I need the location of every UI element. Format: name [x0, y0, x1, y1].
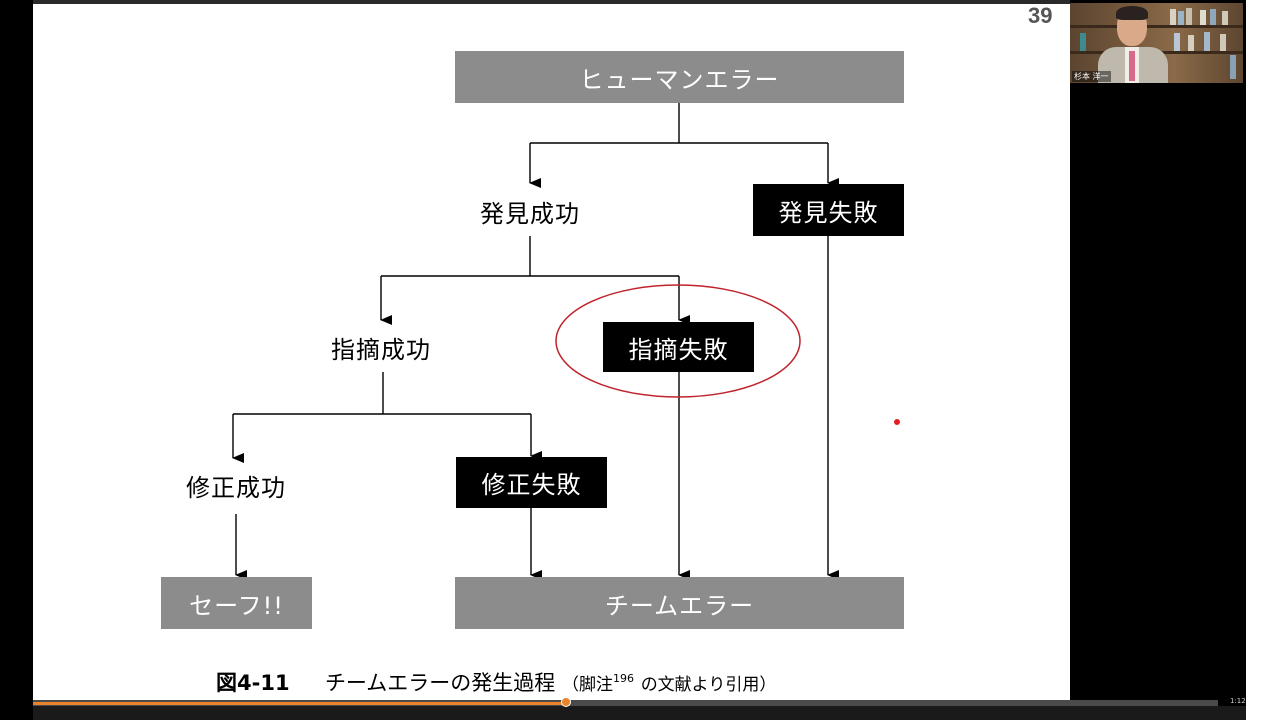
- book: [1210, 9, 1216, 25]
- book: [1080, 33, 1086, 51]
- book: [1178, 11, 1184, 25]
- player-controls-strip: [33, 706, 1246, 720]
- figure-title: チームエラーの発生過程: [324, 671, 556, 695]
- participant-tie: [1129, 51, 1135, 81]
- node-detect-failure: 発見失敗: [753, 184, 904, 236]
- book: [1200, 10, 1206, 25]
- seek-bar[interactable]: [33, 700, 1218, 706]
- book: [1220, 34, 1226, 51]
- node-human-error: ヒューマンエラー: [455, 51, 904, 103]
- figure-caption: 図4-11 チームエラーの発生過程 （脚注196 の文献より引用）: [216, 667, 776, 697]
- node-point-failure: 指摘失敗: [603, 322, 754, 372]
- node-correct-success: 修正成功: [186, 473, 286, 502]
- participant-hair: [1116, 6, 1148, 20]
- node-detect-success: 発見成功: [480, 199, 580, 228]
- participant-video-tile[interactable]: 杉本 洋一: [1070, 3, 1243, 83]
- pointer-indicator: [893, 418, 901, 426]
- node-point-success: 指摘成功: [331, 335, 431, 364]
- node-correct-failure: 修正失敗: [456, 457, 607, 508]
- participant-name-label: 杉本 洋一: [1072, 71, 1111, 82]
- node-safe: セーフ!!: [161, 577, 312, 629]
- right-edge: [1246, 0, 1280, 720]
- figure-note-prefix: （脚注: [562, 675, 613, 695]
- book: [1174, 33, 1180, 51]
- time-label: 1:12: [1230, 697, 1246, 705]
- seek-handle[interactable]: [561, 697, 572, 707]
- book: [1170, 9, 1176, 25]
- figure-note-suffix: の文献より引用）: [640, 675, 777, 695]
- book: [1204, 32, 1210, 51]
- book: [1222, 11, 1228, 25]
- bookshelf-shelf: [1070, 25, 1243, 28]
- book: [1186, 8, 1192, 25]
- figure-id: 図4-11: [216, 671, 290, 695]
- highlight-circle: [555, 284, 801, 398]
- slide-page-number: 39: [1028, 3, 1053, 28]
- top-border: [0, 0, 1280, 4]
- right-black-panel: [1070, 0, 1246, 720]
- seek-bar-progress: [33, 702, 567, 705]
- book: [1230, 55, 1236, 79]
- book: [1188, 35, 1194, 51]
- node-team-error: チームエラー: [455, 577, 904, 629]
- footnote-reference: 196: [613, 672, 634, 685]
- left-letterbox: [0, 0, 33, 720]
